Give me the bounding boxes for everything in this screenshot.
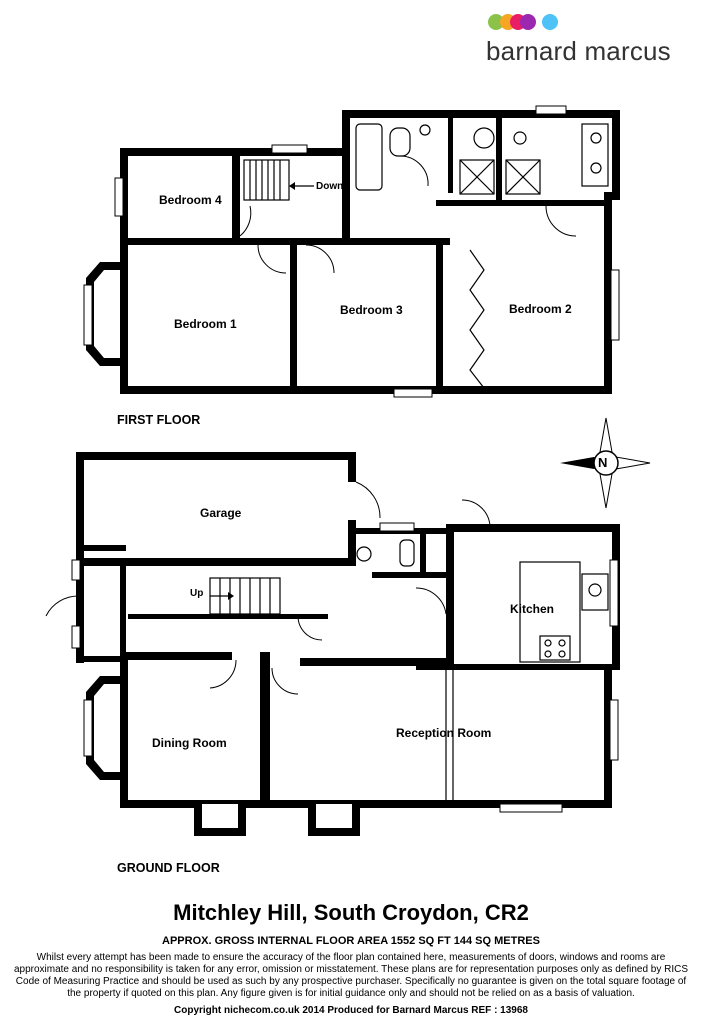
property-address: Mitchley Hill, South Croydon, CR2 (173, 900, 529, 925)
first-floor-stairs (243, 159, 314, 201)
room-label-bedroom-2: Bedroom 2 (509, 302, 572, 316)
floor-label-first: FIRST FLOOR (117, 413, 201, 427)
stairs-label-up: Up (190, 588, 204, 599)
room-label-reception-room: Reception Room (396, 726, 492, 740)
ground-floor-stairs (209, 577, 281, 615)
first-floor-plan (83, 105, 620, 398)
compass-letter: N (598, 455, 608, 470)
logo-dot (520, 14, 536, 30)
room-label-bedroom-4: Bedroom 4 (159, 193, 222, 207)
room-label-bedroom-3: Bedroom 3 (340, 303, 403, 317)
room-label-kitchen: Kitchen (510, 602, 555, 616)
disclaimer-text: Whilst every attempt has been made to en… (13, 952, 689, 999)
floor-label-ground: GROUND FLOOR (117, 861, 220, 875)
room-label-bedroom-1: Bedroom 1 (174, 317, 237, 331)
room-label-garage: Garage (200, 506, 242, 520)
ground-floor-plan (45, 452, 620, 836)
copyright-text: Copyright nichecom.co.uk 2014 Produced f… (174, 1005, 528, 1016)
logo-dot (542, 14, 558, 30)
brand-logo-dots (488, 14, 558, 30)
stairs-label-down: Down (316, 181, 344, 192)
brand-name: barnard marcus (486, 36, 671, 66)
logo-dot (488, 14, 504, 30)
floor-area: APPROX. GROSS INTERNAL FLOOR AREA 1552 S… (162, 935, 540, 947)
compass-rose (560, 417, 651, 509)
room-label-dining-room: Dining Room (152, 736, 227, 750)
